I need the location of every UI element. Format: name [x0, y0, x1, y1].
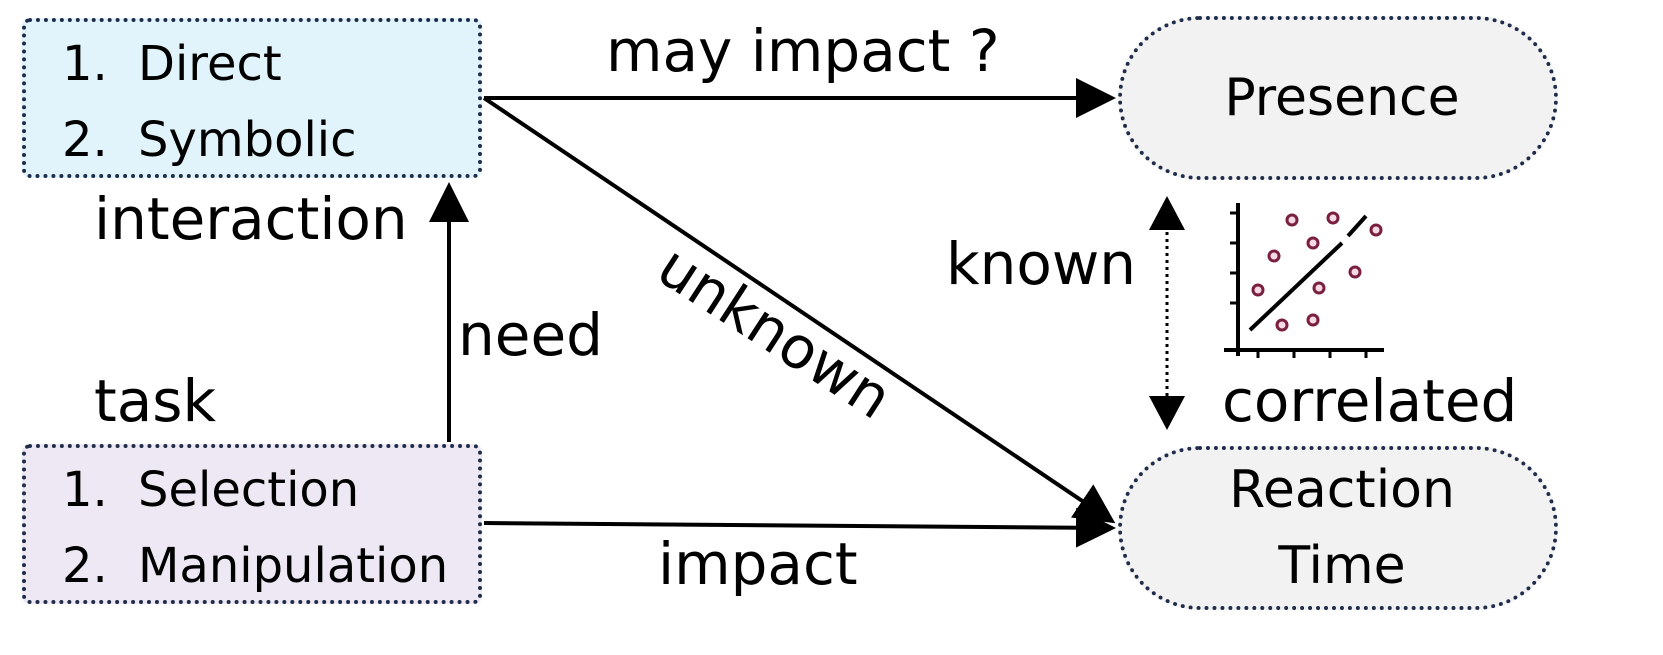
arrow-task-to-reaction: [483, 507, 1116, 548]
reaction-label-line2: Time: [1278, 536, 1406, 596]
interaction-item-symbolic: 2.Symbolic: [62, 112, 357, 168]
edge-label-correlated: correlated: [1222, 367, 1518, 435]
reaction-time-node: Reaction Time: [1118, 446, 1558, 610]
edge-label-need: need: [458, 301, 603, 369]
edge-label-may-impact: may impact ?: [606, 17, 1000, 85]
task-box: 1.Selection 2.Manipulation: [22, 444, 482, 604]
arrowhead-up: [1149, 196, 1185, 230]
scatter-plot-correlation-icon: [1224, 203, 1384, 358]
task-item-selection: 1.Selection: [62, 462, 360, 518]
edge-label-known: known: [946, 230, 1137, 298]
presence-label: Presence: [1224, 68, 1460, 128]
presence-node: Presence: [1118, 16, 1558, 180]
task-item-manipulation: 2.Manipulation: [62, 538, 449, 594]
edge-label-impact: impact: [658, 530, 858, 598]
arrowhead-down: [1149, 396, 1185, 430]
interaction-box: 1.Direct 2.Symbolic: [22, 18, 482, 178]
task-caption: task: [94, 367, 217, 435]
interaction-item-direct: 1.Direct: [62, 36, 282, 92]
arrow-interaction-to-reaction: [482, 96, 1116, 524]
interaction-caption: interaction: [94, 185, 408, 253]
reaction-label-line1: Reaction: [1229, 460, 1455, 520]
